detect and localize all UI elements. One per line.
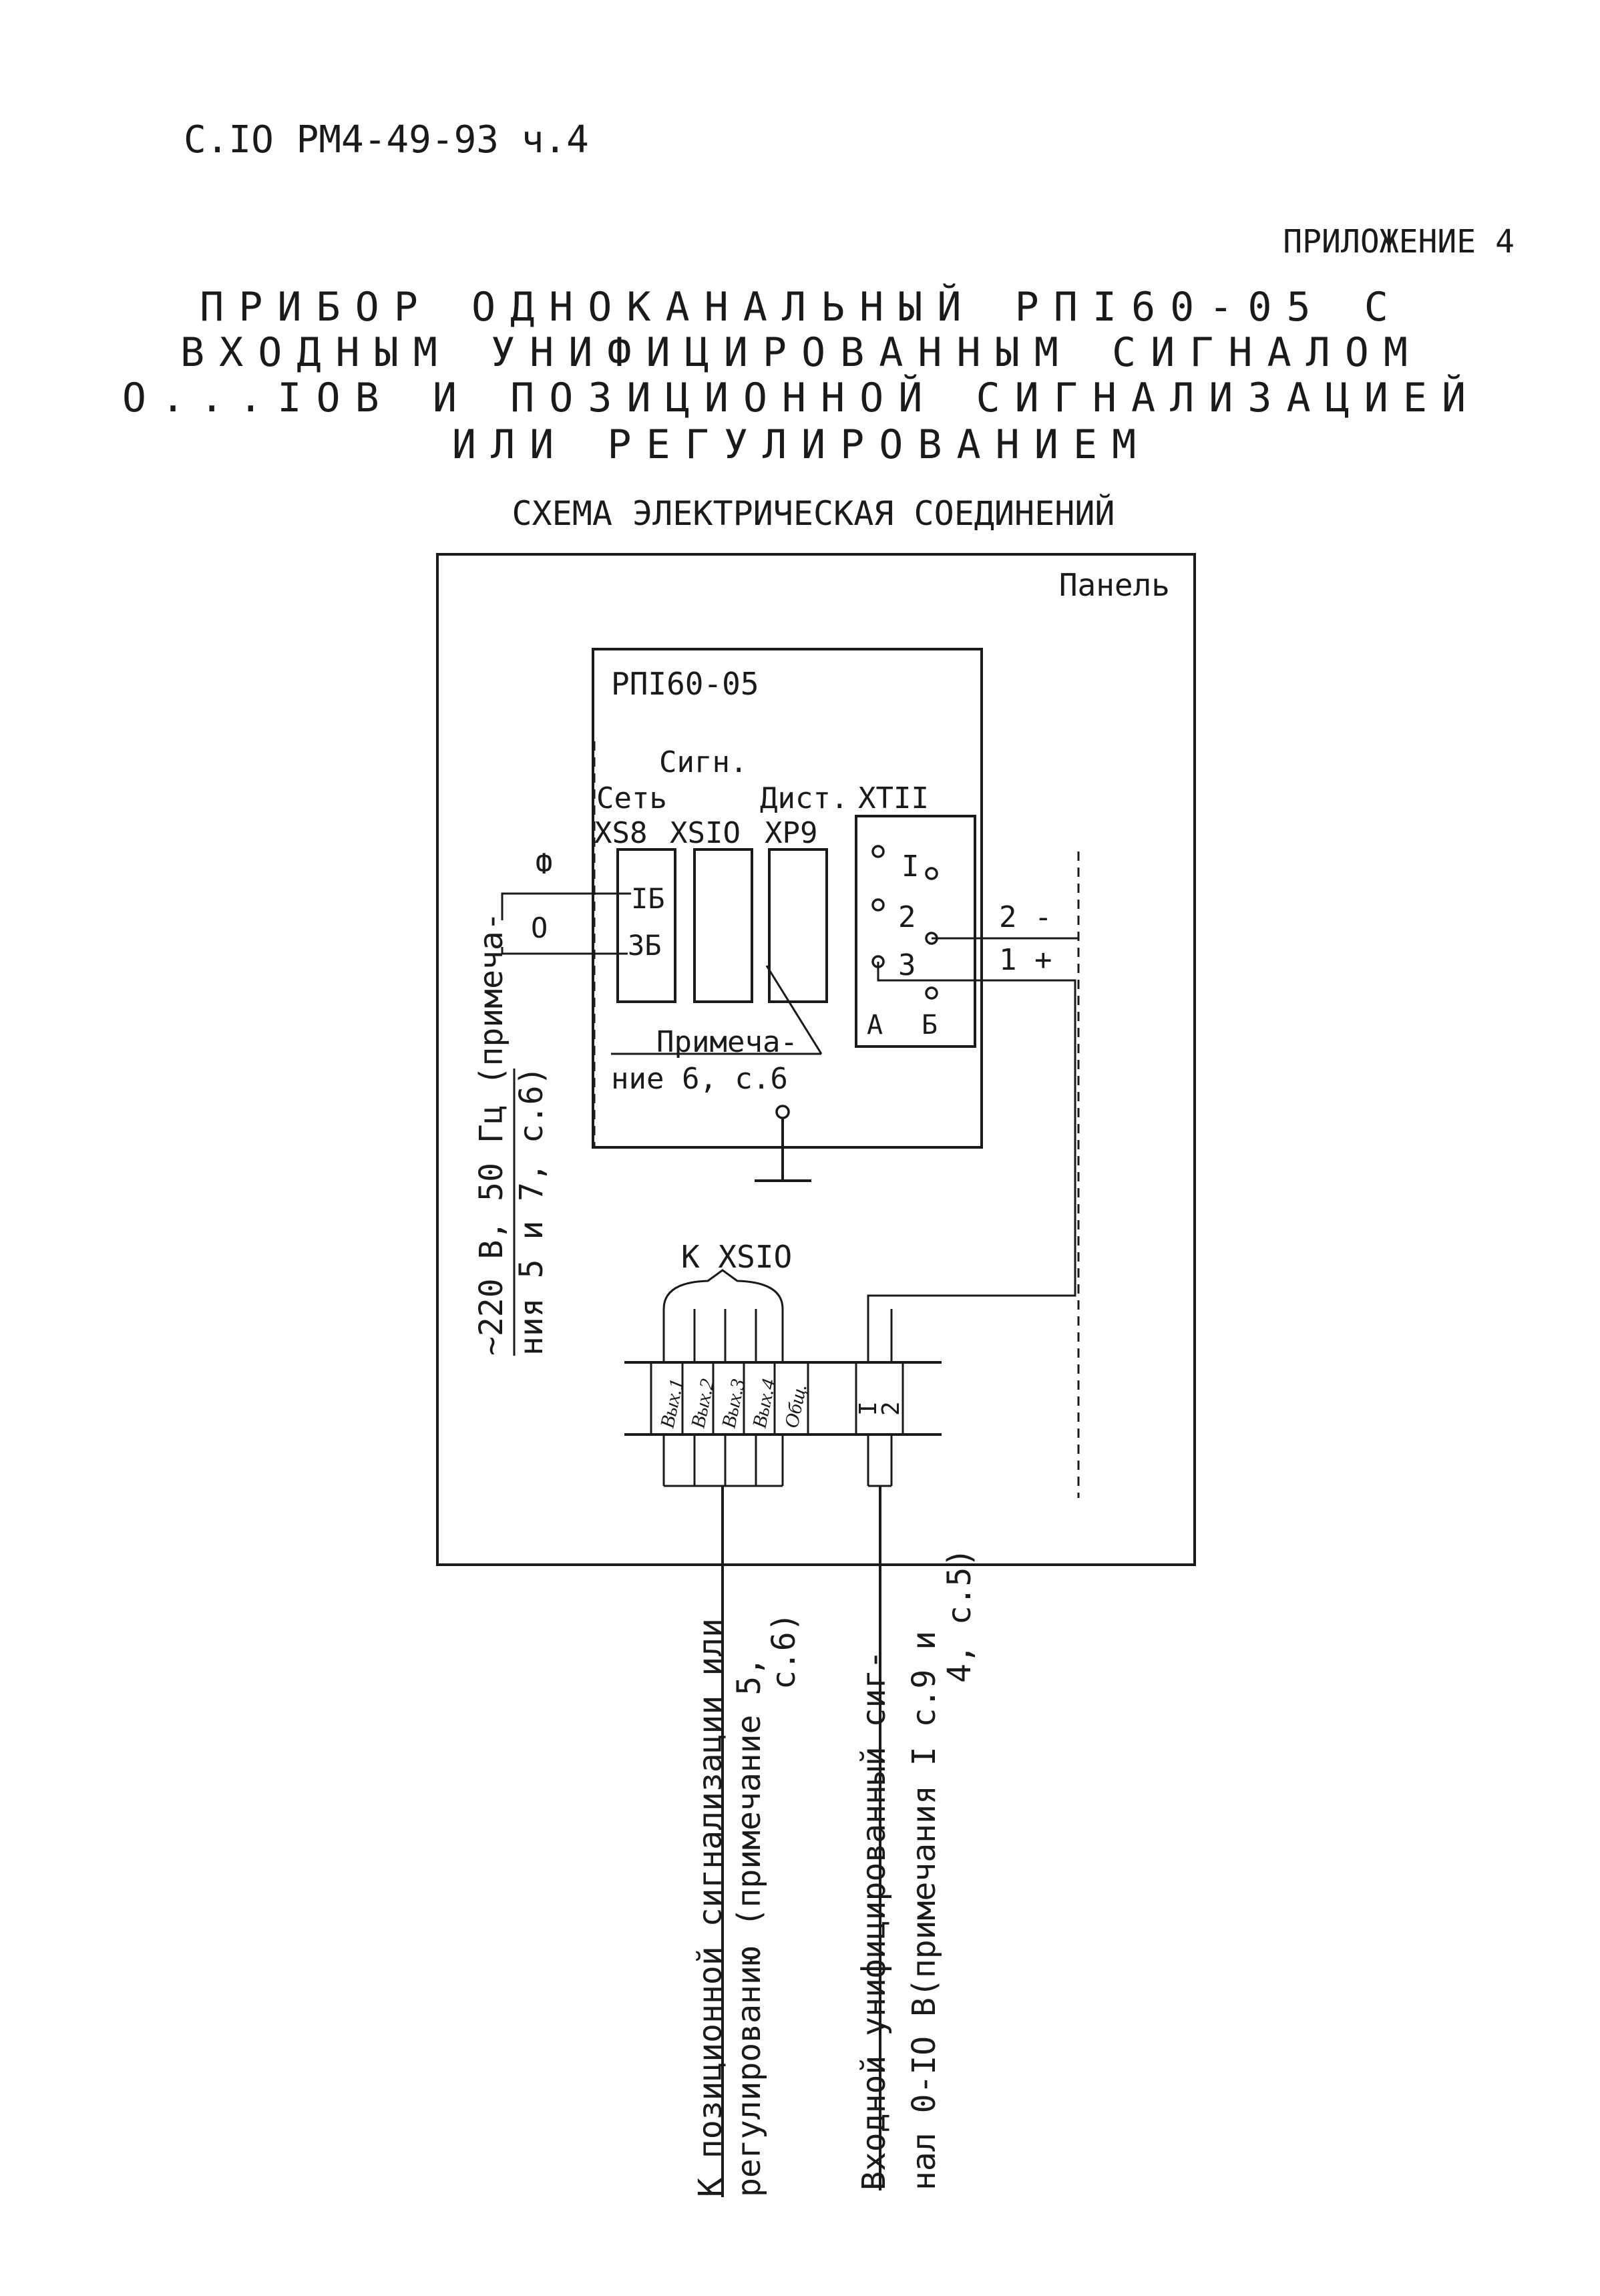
- xt11-pin-1b: [925, 867, 938, 880]
- bus-brace: [662, 1269, 784, 1310]
- ground-terminal: [775, 1105, 790, 1119]
- wire-minus-label: 2 -: [999, 900, 1052, 934]
- diagram-subtitle: СХЕМА ЭЛЕКТРИЧЕСКАЯ СОЕДИНЕНИЙ: [512, 494, 1115, 533]
- signal-label: Сигн.: [659, 745, 747, 779]
- appendix-label: ПРИЛОЖЕНИЕ 4: [1283, 223, 1515, 260]
- caption-input-line-2: нал 0-IO В(примечания I с.9 и: [906, 1631, 943, 2190]
- connector-xs10: [693, 848, 753, 1003]
- xt11-label-3: 3: [898, 948, 916, 982]
- caption-input-line-3: 4, с.5): [941, 1548, 978, 1683]
- xt11-pin-3b: [925, 986, 938, 1000]
- device-note-line-1: Примеча-: [656, 1025, 798, 1059]
- terminal-pair-top: I: [855, 1401, 882, 1416]
- caption-positional-line-3: с.6): [765, 1612, 803, 1690]
- phase-label: Ф: [536, 847, 552, 880]
- title-line-3: О...IOВ И ПОЗИЦИОННОЙ СИГНАЛИЗАЦИЕЙ: [122, 373, 1480, 421]
- bus-label: К XSIO: [681, 1239, 792, 1275]
- xt11-column-a: А: [867, 1010, 883, 1040]
- wire-plus-label: 1 +: [999, 943, 1052, 977]
- xt11-pin-2a: [871, 898, 885, 912]
- caption-input-line-1: Входной унифицированный сиг-: [855, 1650, 893, 2190]
- device-box: [592, 648, 983, 1149]
- wire-plus: [867, 962, 1076, 1362]
- connector-xs8-code: XS8: [594, 816, 647, 850]
- device-name: РПI60-05: [611, 666, 759, 702]
- terminal-cell-common: Общ.: [781, 1382, 811, 1430]
- connector-xp9: [768, 848, 828, 1003]
- panel-frame: [436, 553, 1196, 1566]
- title-line-4: ИЛИ РЕГУЛИРОВАНИЕМ: [452, 421, 1151, 468]
- page-reference: С.IO РМ4-49-93 ч.4: [184, 118, 589, 162]
- power-caption-line-1: ~220 В, 50 Гц (примеча-: [473, 912, 510, 1356]
- connector-xp9-label: Дист.: [760, 781, 848, 815]
- neutral-label: О: [531, 912, 548, 944]
- xt11-label-1: I: [902, 849, 920, 884]
- caption-positional-line-2: регулированию (примечание 5,: [731, 1657, 768, 2197]
- caption-positional-line-1: К позиционной сигнализации или: [692, 1618, 729, 2197]
- device-note-line-2: ние 6, с.6: [611, 1062, 788, 1096]
- pin-1b: IБ: [631, 882, 665, 915]
- xt11-pin-1a: [871, 845, 885, 858]
- xt11-label-2: 2: [898, 900, 916, 934]
- power-caption-line-2: ния 5 и 7, с.6): [513, 1067, 550, 1356]
- neutral-wire: [501, 947, 628, 955]
- pin-3b: 3Б: [628, 929, 662, 962]
- title-line-1: ПРИБОР ОДНОКАНАЛЬНЫЙ РПI60-05 С: [200, 282, 1403, 331]
- connector-xt11-code: XTII: [858, 781, 929, 815]
- panel-label: Панель: [1059, 567, 1170, 603]
- connector-xs8: [616, 848, 676, 1003]
- note-leader-line: [765, 965, 823, 1055]
- caption-positional: К позиционной сигнализации или регулиров…: [692, 1612, 803, 2197]
- caption-unified-input: Входной унифицированный сиг- нал 0-IO В(…: [855, 1548, 978, 2190]
- connector-xp9-code: XP9: [765, 816, 817, 850]
- power-caption: ~220 В, 50 Гц (примеча- ния 5 и 7, с.6): [473, 912, 550, 1356]
- terminal-pair-bottom: 2: [877, 1401, 905, 1416]
- connector-xs10-code: XSIO: [670, 816, 741, 850]
- xt11-column-b: Б: [922, 1010, 938, 1040]
- terminal-xt11: [855, 815, 976, 1048]
- phase-wire: [501, 892, 631, 920]
- title-line-2: ВХОДНЫМ УНИФИЦИРОВАННЫМ СИГНАЛОМ: [180, 329, 1422, 376]
- connector-xs8-label: Сеть: [596, 781, 667, 815]
